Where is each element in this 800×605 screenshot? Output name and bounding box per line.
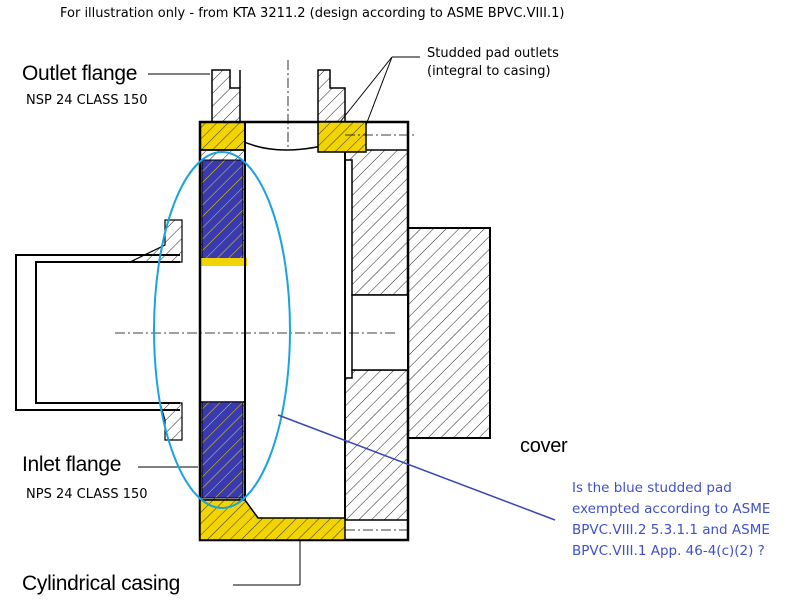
inlet-flange-label: Inlet flange: [22, 453, 122, 476]
question-pointer-line: [277, 414, 556, 521]
studded-pad-label-line1: Studded pad outlets: [427, 46, 559, 61]
header-note: For illustration only - from KTA 3211.2 …: [60, 6, 565, 21]
blue-studded-pad-upper: [200, 159, 247, 266]
yellow-casing-corner: [199, 499, 346, 541]
inlet-nozzle: [15, 219, 183, 441]
cover-label: cover: [520, 435, 568, 457]
outlet-flange-label: Outlet flange: [22, 62, 138, 85]
yellow-studded-pad-outlet: [317, 121, 367, 153]
studded-pad-label-line2: (integral to casing): [427, 64, 551, 79]
center-lines: [115, 60, 415, 531]
blue-studded-pad-lower: [201, 401, 244, 499]
cover-plate: [344, 149, 491, 521]
outlet-flange-spec: NSP 24 CLASS 150: [26, 93, 148, 108]
cylindrical-casing-label: Cylindrical casing: [22, 572, 180, 595]
inlet-flange-spec: NPS 24 CLASS 150: [26, 487, 148, 502]
question-text: Is the blue studded pad exempted accordi…: [572, 480, 771, 559]
highlight-ellipse: [153, 151, 291, 509]
leader-lines: [138, 56, 420, 586]
